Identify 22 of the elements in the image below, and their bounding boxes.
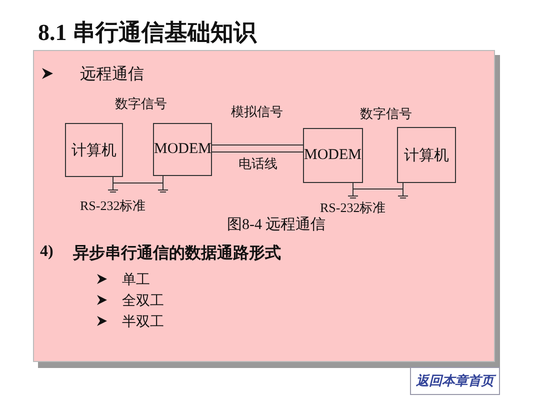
connector-line bbox=[212, 144, 304, 152]
back-button: 返回本章首页 bbox=[410, 367, 500, 395]
list-number: 4) bbox=[40, 243, 54, 261]
signal-label: 模拟信号 bbox=[231, 103, 283, 121]
heading-text: 异步串行通信的数据通路形式 bbox=[73, 243, 281, 264]
bullet-text: 半双工 bbox=[122, 314, 164, 331]
standard-label: RS-232标准 bbox=[80, 197, 146, 215]
bullet-text: 单工 bbox=[122, 272, 150, 289]
bullet-text: 远程通信 bbox=[80, 64, 144, 85]
standard-label: RS-232标准 bbox=[320, 199, 386, 217]
computer-box: 计算机 bbox=[65, 123, 123, 177]
figure-caption: 图8-4 远程通信 bbox=[227, 216, 326, 234]
connector-line bbox=[352, 182, 404, 190]
signal-label: 数字信号 bbox=[115, 95, 167, 113]
slide-title: 8.1 串行通信基础知识 bbox=[38, 19, 256, 47]
modem-box: MODEM bbox=[303, 128, 363, 183]
edge-label: 电话线 bbox=[236, 155, 280, 173]
connector-line bbox=[112, 176, 164, 184]
computer-box: 计算机 bbox=[397, 127, 456, 183]
signal-label: 数字信号 bbox=[360, 105, 412, 123]
bullet-text: 全双工 bbox=[122, 292, 164, 310]
modem-box: MODEM bbox=[153, 123, 212, 176]
